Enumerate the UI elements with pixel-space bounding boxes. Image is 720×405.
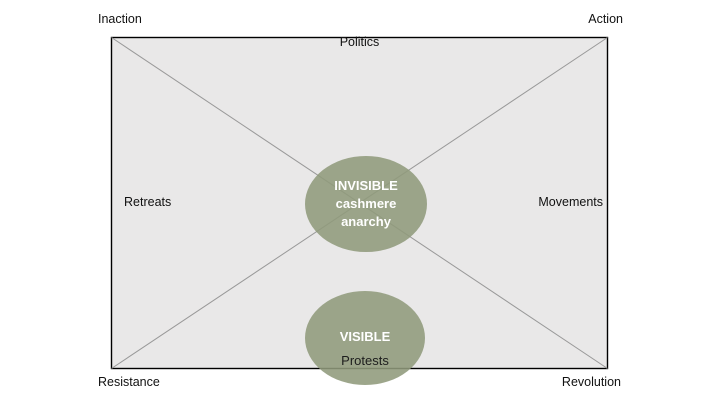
visible-ellipse-title: VISIBLE	[339, 329, 391, 344]
visible-ellipse	[305, 291, 425, 385]
corner-label-revolution: Revolution	[561, 375, 621, 389]
corner-label-action: Action	[588, 12, 623, 26]
corner-label-resistance: Resistance	[98, 375, 160, 389]
invisible-ellipse-text: INVISIBLE cashmere anarchy	[301, 177, 431, 231]
visible-ellipse-subtitle: Protests	[341, 353, 389, 368]
edge-label-retreats: Retreats	[124, 195, 172, 209]
edge-label-politics: Politics	[339, 35, 380, 49]
invisible-ellipse-line-2: cashmere	[335, 196, 397, 211]
corner-label-inaction: Inaction	[98, 12, 142, 26]
invisible-ellipse-line-3: anarchy	[341, 214, 391, 229]
edge-label-movements: Movements	[538, 195, 603, 209]
invisible-ellipse	[305, 156, 427, 252]
invisible-ellipse-line-1: INVISIBLE	[334, 178, 398, 193]
